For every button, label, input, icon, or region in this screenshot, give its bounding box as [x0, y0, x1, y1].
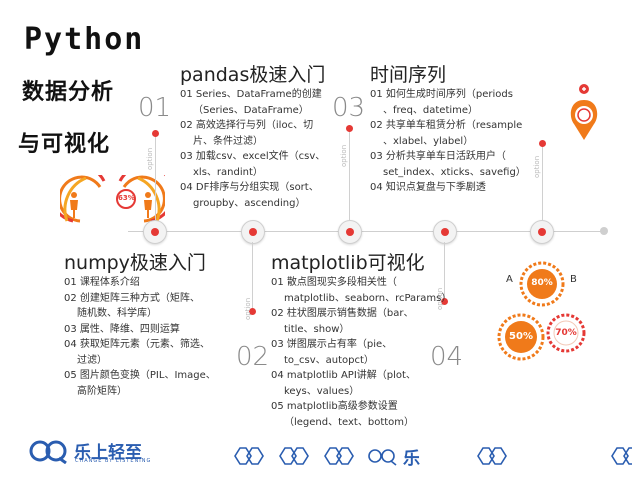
section-list-matplotlib: 01 散点图现实多段相关性（ matplotlib、seaborn、rcPara…	[271, 275, 451, 430]
list-item: 过滤）	[77, 354, 107, 366]
page-title: Python	[24, 22, 145, 57]
list-item: keys、values）	[284, 385, 360, 397]
connector-4-dot	[441, 298, 448, 305]
list-item: 片、条件过滤）	[193, 135, 263, 147]
ring-b-label: B	[570, 274, 577, 285]
list-item: 03 分析共享单车日活跃用户（	[370, 151, 506, 162]
list-item: 03 加载csv、excel文件（csv、	[180, 151, 326, 162]
brand-name: 乐上轻至	[74, 443, 142, 463]
timeline-node-3[interactable]	[338, 220, 362, 244]
connector-5	[542, 140, 543, 220]
page-subtitle-2: 与可视化	[18, 132, 111, 157]
ring-70-icon	[546, 313, 586, 353]
timeline-node-5[interactable]	[530, 220, 554, 244]
section-list-timeseries: 01 如何生成时间序列（periods 、freq、datetime） 02 共…	[370, 87, 526, 196]
list-item: 03 饼图展示占有率（pie、	[271, 339, 393, 350]
section-number-04: 04	[430, 342, 464, 372]
connector-3	[349, 125, 350, 220]
footer-center-logo-text: 乐	[403, 449, 420, 469]
list-item: 01 课程体系介绍	[64, 277, 140, 288]
list-item: matplotlib、seaborn、rcParams）	[284, 292, 452, 304]
list-item: 高阶矩阵）	[77, 385, 127, 397]
option-label-3: option	[340, 144, 348, 167]
connector-4	[444, 242, 445, 302]
connector-2-dot	[249, 308, 256, 315]
list-item: 04 DF排序与分组实现（sort、	[180, 182, 319, 193]
page-subtitle-1: 数据分析	[22, 80, 115, 105]
list-item: 02 共享单车租赁分析（resample	[370, 120, 523, 131]
section-title-pandas: pandas极速入门	[180, 64, 326, 86]
brand-tagline: CHANGE BY LISTENING	[75, 458, 152, 464]
list-item: 01 Series、DataFrame的创建	[180, 89, 322, 100]
list-item: 02 创建矩阵三种方式（矩阵、	[64, 292, 200, 304]
section-list-numpy: 01 课程体系介绍 02 创建矩阵三种方式（矩阵、 随机数、科学库） 03 属性…	[64, 275, 216, 399]
connector-5-dot	[539, 140, 546, 147]
option-label-5: option	[533, 155, 541, 178]
person-stat-rings-icon	[60, 175, 165, 223]
connector-3-dot	[346, 125, 353, 132]
timeline-node-1[interactable]	[143, 220, 167, 244]
section-title-timeseries: 时间序列	[370, 64, 447, 86]
list-item: 01 散点图现实多段相关性（	[271, 277, 397, 288]
list-item: 02 高效选择行与列（iloc、切	[180, 120, 314, 131]
timeline-node-2[interactable]	[241, 220, 265, 244]
ring-80-label: 80%	[531, 278, 553, 288]
list-item: （Series、DataFrame）	[193, 104, 309, 116]
timeline-end-dot	[600, 227, 608, 235]
option-label-1: option	[146, 147, 154, 170]
footer-pattern-icon	[234, 447, 632, 466]
list-item: （legend、text、bottom）	[284, 416, 415, 428]
timeline-axis	[128, 231, 606, 232]
list-item: groupby、ascending）	[193, 197, 306, 209]
option-label-2: option	[244, 297, 252, 320]
ring-80-icon	[519, 261, 565, 307]
list-item: 04 matplotlib API讲解（plot、	[271, 370, 416, 381]
section-list-pandas: 01 Series、DataFrame的创建 （Series、DataFrame…	[180, 87, 325, 211]
list-item: xls、randint）	[193, 166, 263, 178]
list-item: 02 柱状图展示销售数据（bar、	[271, 308, 414, 319]
brand-logo-icon[interactable]	[28, 438, 70, 464]
list-item: 随机数、科学库）	[77, 308, 157, 319]
section-number-02: 02	[236, 342, 270, 372]
list-item: 04 知识点复盘与下季剧透	[370, 182, 486, 193]
ring-70-label: 70%	[555, 328, 577, 338]
section-title-matplotlib: matplotlib可视化	[271, 252, 425, 274]
list-item: 、xlabel、ylabel）	[383, 135, 474, 147]
section-number-01: 01	[138, 93, 172, 123]
list-item: title、show）	[284, 323, 350, 335]
list-item: set_index、xticks、savefig）	[383, 166, 526, 178]
list-item: 、freq、datetime）	[383, 104, 479, 116]
list-item: 01 如何生成时间序列（periods	[370, 89, 513, 100]
section-number-03: 03	[332, 93, 366, 123]
list-item: to_csv、autopct）	[284, 354, 374, 366]
connector-1	[155, 130, 156, 220]
ring-a-label: A	[506, 274, 513, 285]
section-title-numpy: numpy极速入门	[64, 252, 206, 274]
list-item: 05 matplotlib高级参数设置	[271, 401, 398, 412]
ring-50-icon	[497, 313, 545, 361]
list-item: 05 图片颜色变换（PIL、Image、	[64, 370, 216, 381]
location-pin-icon	[570, 84, 598, 140]
timeline-node-4[interactable]	[433, 220, 457, 244]
connector-1-dot	[152, 130, 159, 137]
connector-2	[252, 242, 253, 312]
list-item: 03 属性、降维、四则运算	[64, 323, 180, 335]
ring-50-label: 50%	[509, 331, 533, 342]
list-item: 04 获取矩阵元素（元素、筛选、	[64, 339, 210, 350]
percent-small-label: 63%	[118, 194, 135, 202]
